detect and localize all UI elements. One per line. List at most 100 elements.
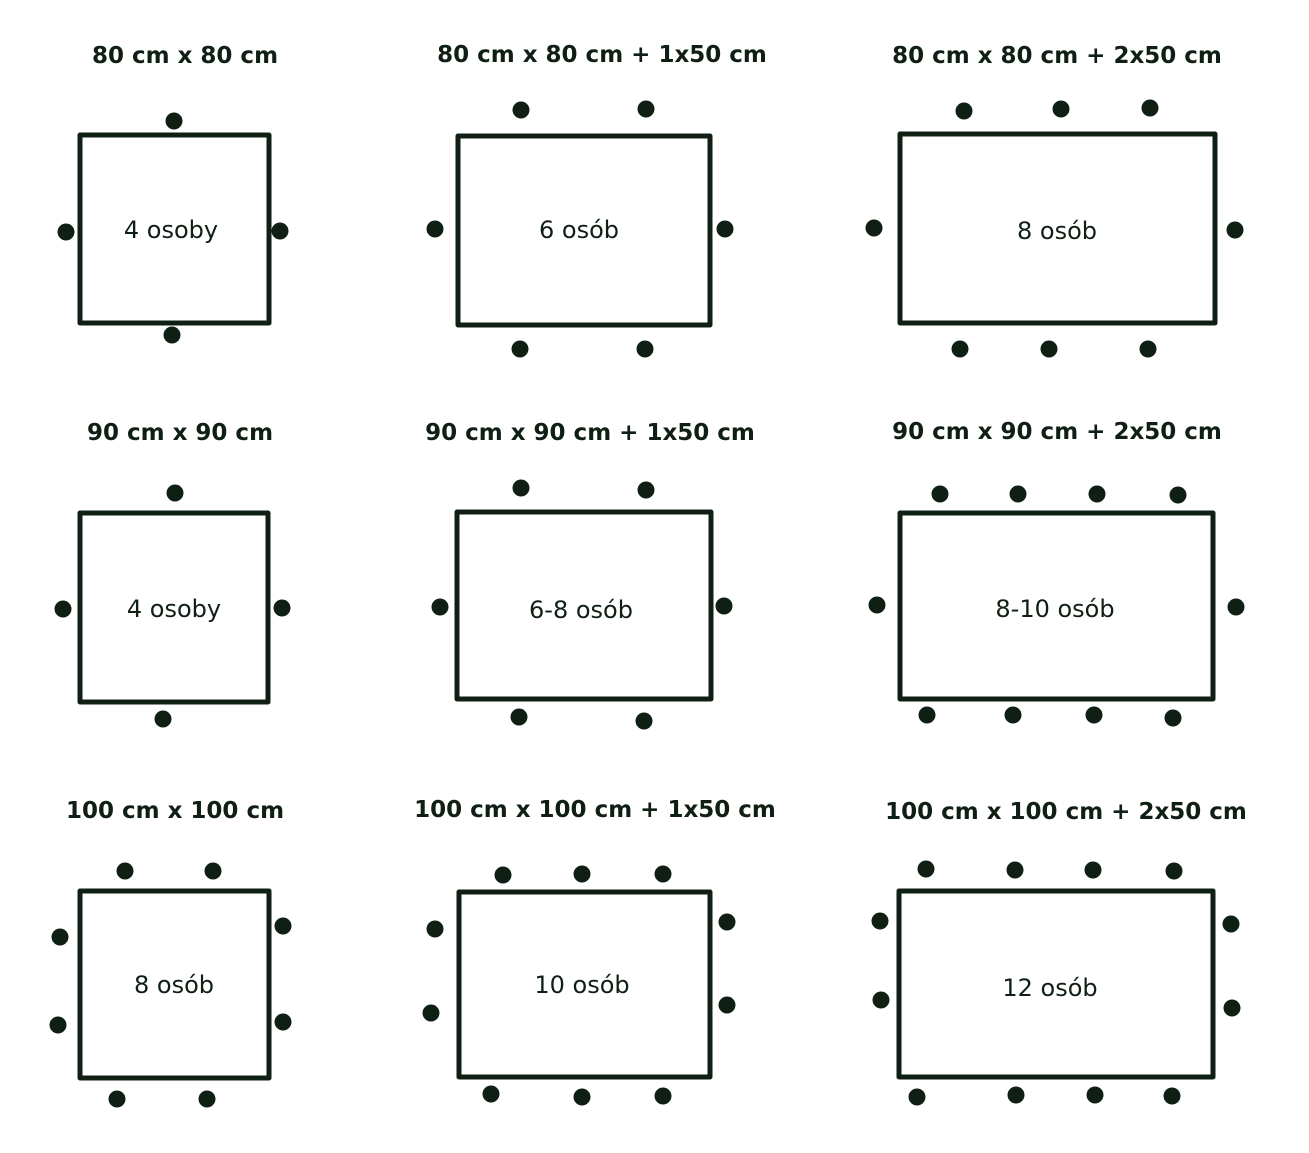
chair-dot: [482, 1085, 500, 1103]
chair-dot: [426, 920, 444, 938]
table-layout: 100 cm x 100 cm + 2x50 cm 12 osób: [871, 799, 1247, 1106]
chair-dot: [510, 708, 528, 726]
chair-dot: [573, 1088, 591, 1106]
chair-dot: [573, 865, 591, 883]
table-size-title: 100 cm x 100 cm: [66, 798, 284, 824]
table-capacity-label: 8 osób: [134, 971, 214, 999]
table-layout: 80 cm x 80 cm + 2x50 cm 8 osób: [865, 43, 1244, 358]
chair-dot: [1227, 598, 1245, 616]
chair-dot: [637, 481, 655, 499]
chair-dot: [1009, 485, 1027, 503]
chair-dot: [1052, 100, 1070, 118]
table-shape: [897, 510, 1216, 702]
chair-dot: [1222, 915, 1240, 933]
table-capacity-label: 10 osób: [534, 971, 629, 999]
chair-dot: [718, 996, 736, 1014]
chair-dot: [51, 928, 69, 946]
chair-dot: [1226, 221, 1244, 239]
table-size-title: 80 cm x 80 cm + 1x50 cm: [437, 42, 767, 68]
chair-dot: [274, 1013, 292, 1031]
table-size-title: 100 cm x 100 cm + 1x50 cm: [414, 797, 776, 823]
chair-dot: [1169, 486, 1187, 504]
table-shape: [77, 132, 272, 326]
chair-dot: [165, 112, 183, 130]
chair-dot: [931, 485, 949, 503]
chair-dot: [116, 862, 134, 880]
chair-dot: [204, 862, 222, 880]
chair-dot: [54, 600, 72, 618]
table-capacity-label: 4 osoby: [124, 216, 218, 244]
table-size-title: 90 cm x 90 cm: [87, 420, 273, 446]
table-layout: 90 cm x 90 cm 4 osoby: [54, 420, 291, 728]
chair-dot: [716, 220, 734, 238]
chair-dot: [273, 599, 291, 617]
chair-dot: [636, 340, 654, 358]
chair-dot: [166, 484, 184, 502]
chair-dot: [654, 1087, 672, 1105]
chair-dot: [1139, 340, 1157, 358]
chair-dot: [163, 326, 181, 344]
chair-dot: [1163, 1087, 1181, 1105]
chair-dot: [1164, 709, 1182, 727]
chair-dot: [637, 100, 655, 118]
chair-dot: [872, 991, 890, 1009]
chair-dot: [908, 1088, 926, 1106]
chair-dot: [108, 1090, 126, 1108]
chair-dot: [1007, 1086, 1025, 1104]
table-layout: 90 cm x 90 cm + 2x50 cm 8-10 osób: [868, 419, 1245, 727]
chair-dot: [635, 712, 653, 730]
table-size-title: 80 cm x 80 cm: [92, 43, 278, 69]
table-shape: [77, 888, 272, 1081]
table-layout: 80 cm x 80 cm + 1x50 cm 6 osób: [426, 42, 767, 358]
chair-dot: [917, 860, 935, 878]
table-layout: 100 cm x 100 cm + 1x50 cm 10 osób: [414, 797, 776, 1106]
chair-dot: [426, 220, 444, 238]
chair-dot: [1006, 861, 1024, 879]
table-size-title: 80 cm x 80 cm + 2x50 cm: [892, 43, 1222, 69]
table-layout: 90 cm x 90 cm + 1x50 cm 6-8 osób: [425, 420, 755, 730]
table-capacity-label: 8-10 osób: [995, 595, 1114, 623]
table-capacity-label: 6 osób: [539, 216, 619, 244]
chair-dot: [1085, 706, 1103, 724]
chair-dot: [865, 219, 883, 237]
chair-dot: [1165, 862, 1183, 880]
chair-dot: [512, 479, 530, 497]
chair-dot: [57, 223, 75, 241]
table-size-title: 100 cm x 100 cm + 2x50 cm: [885, 799, 1247, 825]
table-capacity-label: 8 osób: [1017, 217, 1097, 245]
table-capacity-label: 6-8 osób: [529, 596, 633, 624]
table-layout: 80 cm x 80 cm 4 osoby: [57, 43, 289, 344]
chair-dot: [198, 1090, 216, 1108]
chair-dot: [955, 102, 973, 120]
chair-dot: [868, 596, 886, 614]
chair-dot: [512, 101, 530, 119]
chair-dot: [1084, 861, 1102, 879]
chair-dot: [1040, 340, 1058, 358]
chair-dot: [49, 1016, 67, 1034]
table-size-title: 90 cm x 90 cm + 1x50 cm: [425, 420, 755, 446]
table-shape: [454, 509, 714, 702]
chair-dot: [1088, 485, 1106, 503]
chair-dot: [274, 917, 292, 935]
chair-dot: [1141, 99, 1159, 117]
table-shape: [77, 510, 271, 705]
table-layout: 100 cm x 100 cm 8 osób: [49, 798, 292, 1108]
chair-dot: [271, 222, 289, 240]
chair-dot: [718, 913, 736, 931]
table-capacity-label: 4 osoby: [127, 595, 221, 623]
chair-dot: [951, 340, 969, 358]
chair-dot: [154, 710, 172, 728]
table-shape: [456, 889, 713, 1080]
chair-dot: [918, 706, 936, 724]
table-capacity-label: 12 osób: [1002, 974, 1097, 1002]
table-shape: [897, 131, 1218, 326]
chair-dot: [715, 597, 733, 615]
table-shape: [896, 888, 1216, 1080]
chair-dot: [494, 866, 512, 884]
chair-dot: [511, 340, 529, 358]
chair-dot: [431, 598, 449, 616]
table-size-title: 90 cm x 90 cm + 2x50 cm: [892, 419, 1222, 445]
chair-dot: [871, 912, 889, 930]
chair-dot: [654, 865, 672, 883]
